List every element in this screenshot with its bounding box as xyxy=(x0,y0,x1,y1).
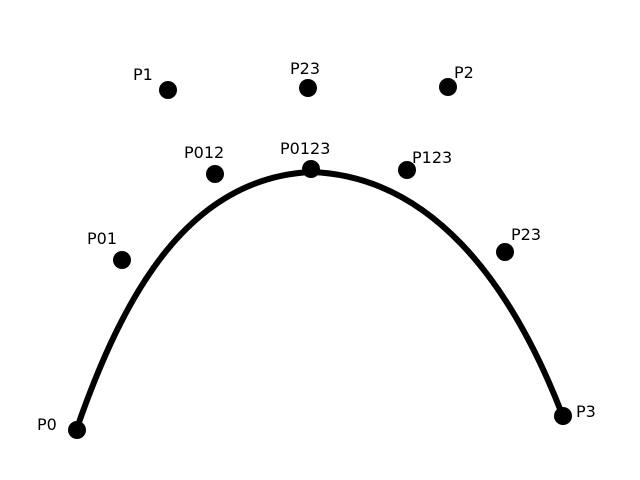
point-p1-label: P1 xyxy=(133,65,153,84)
point-p23-dot xyxy=(496,243,514,261)
point-p3: P3 xyxy=(554,402,596,425)
point-p012-dot xyxy=(206,165,224,183)
point-p3-dot xyxy=(554,407,572,425)
point-p0123-label: P0123 xyxy=(280,139,330,158)
bezier-curve xyxy=(74,168,565,431)
point-p2-label: P2 xyxy=(454,63,474,82)
point-p123-dot xyxy=(398,161,416,179)
point-p01-dot xyxy=(113,251,131,269)
point-p123-label: P123 xyxy=(412,148,452,167)
point-p0: P0 xyxy=(37,415,86,439)
point-p0123-dot xyxy=(302,160,320,178)
point-p01-label: P01 xyxy=(87,229,117,248)
point-p2-dot xyxy=(439,78,457,96)
point-p0-dot xyxy=(68,421,86,439)
point-p123: P123 xyxy=(398,148,452,179)
point-p12-dot xyxy=(299,79,317,97)
point-p23: P23 xyxy=(496,225,541,261)
point-p012: P012 xyxy=(184,143,224,183)
point-p0123: P0123 xyxy=(280,139,330,178)
point-p12-label: P23 xyxy=(290,59,320,78)
point-p1: P1 xyxy=(133,65,177,99)
point-p012-label: P012 xyxy=(184,143,224,162)
point-p3-label: P3 xyxy=(576,402,596,421)
point-p1-dot xyxy=(159,81,177,99)
point-p23-label: P23 xyxy=(511,225,541,244)
point-p2: P2 xyxy=(439,63,474,96)
point-p01: P01 xyxy=(87,229,131,269)
point-p12: P23 xyxy=(290,59,320,97)
point-p0-label: P0 xyxy=(37,415,57,434)
